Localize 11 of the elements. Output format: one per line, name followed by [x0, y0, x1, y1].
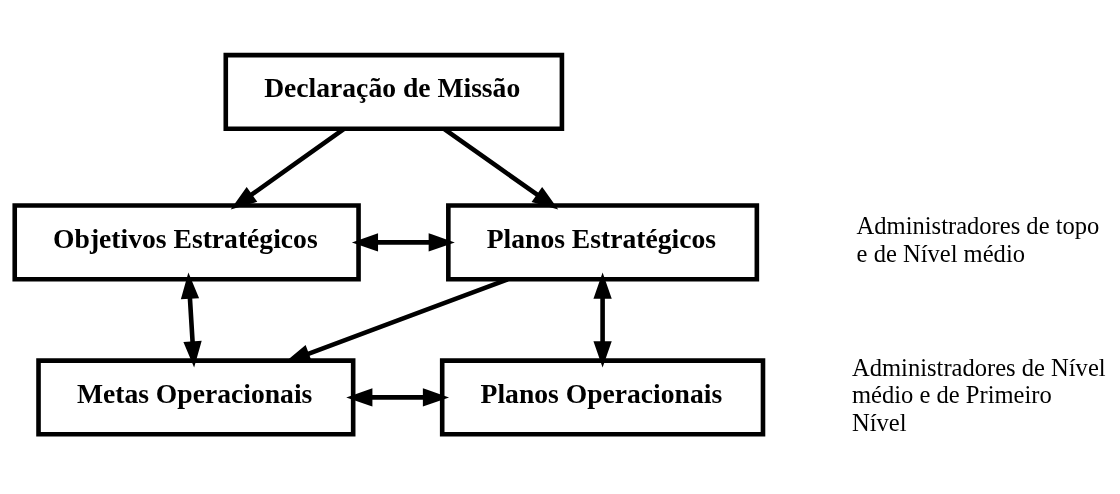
- arrow: [351, 233, 455, 252]
- node-box: Metas Operacionais: [36, 358, 356, 437]
- node-box: Planos Operacionais: [439, 358, 766, 437]
- node-box: Objetivos Estratégicos: [12, 203, 361, 282]
- arrow: [180, 272, 202, 368]
- arrow: [593, 272, 612, 368]
- node-box: Declaração de Missão: [223, 52, 565, 132]
- arrow: [346, 388, 450, 407]
- label: Administradores de topo e de Nível médio: [856, 212, 1100, 268]
- node-box: Planos Estratégicos: [446, 203, 760, 282]
- label: Administradores de Nível médio e de Primeiro Nível: [852, 353, 1106, 436]
